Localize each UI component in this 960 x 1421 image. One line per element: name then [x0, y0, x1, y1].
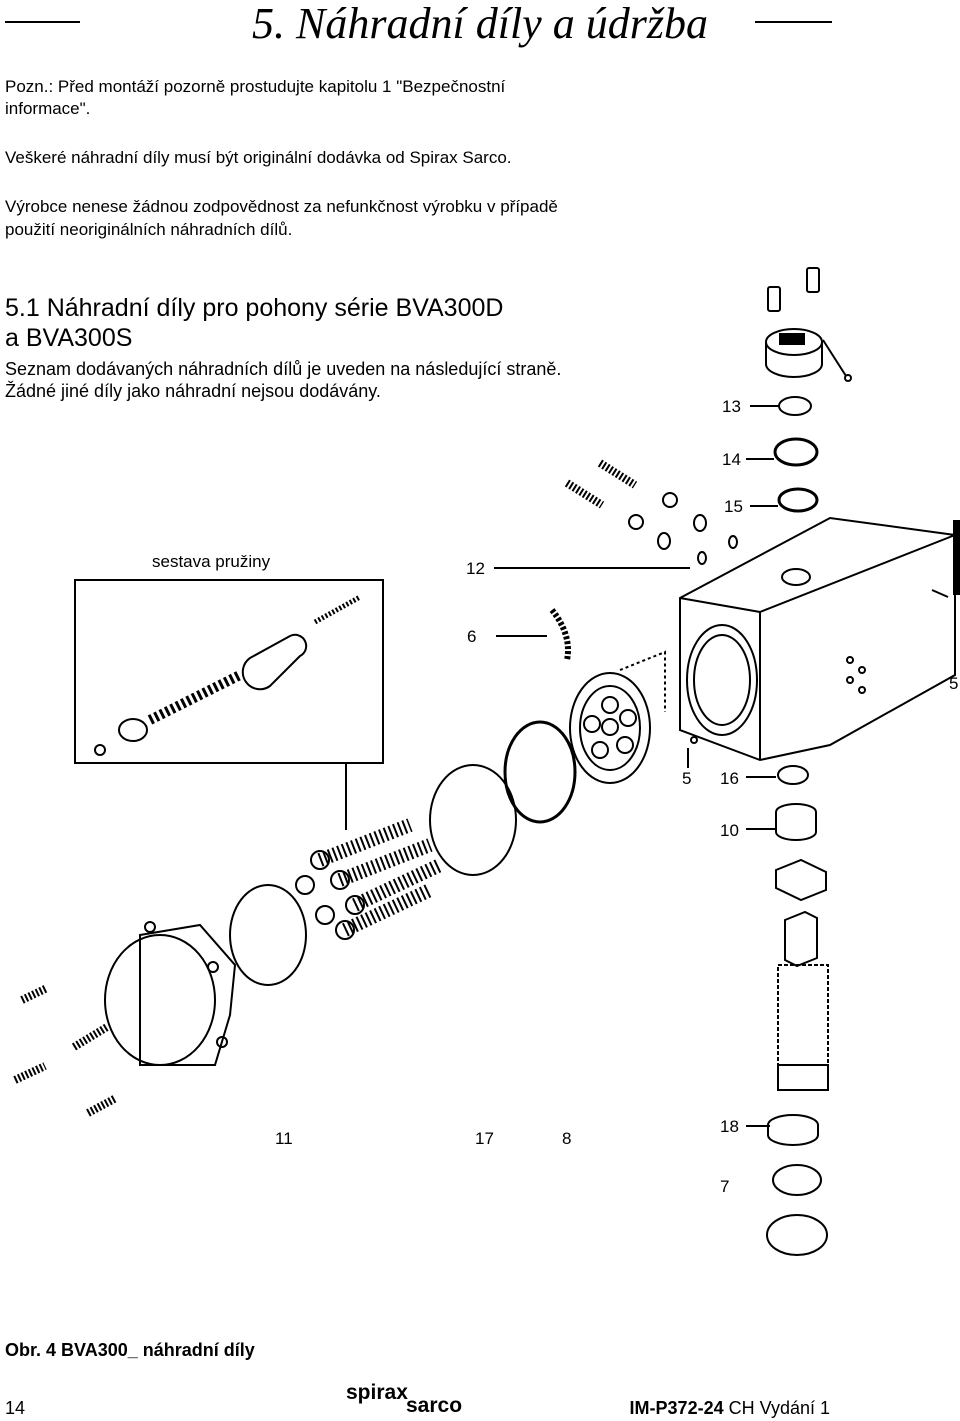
brand-logo-bottom: sarco	[406, 1394, 463, 1417]
note-line-1: Pozn.: Před montáží pozorně prostudujte …	[5, 77, 506, 96]
callout-18: 18	[720, 1117, 739, 1136]
section-desc-line-1: Seznam dodávaných náhradních dílů je uve…	[5, 359, 562, 379]
brand-logo: spirax sarco	[343, 1381, 493, 1419]
section-heading: 5.1 Náhradní díly pro pohony série BVA30…	[5, 293, 503, 353]
callout-14: 14	[722, 450, 741, 469]
header-rule-left	[5, 21, 80, 23]
section-heading-line-1: 5.1 Náhradní díly pro pohony série BVA30…	[5, 294, 504, 322]
section-desc-line-2: Žádné jiné díly jako náhradní nejsou dod…	[5, 381, 381, 401]
figure-caption: Obr. 4 BVA300_ náhradní díly	[5, 1340, 255, 1360]
callout-11: 11	[275, 1129, 293, 1148]
header-rule-right	[755, 21, 832, 23]
end-cap	[104, 921, 237, 1066]
callout-12: 12	[466, 559, 485, 578]
pinion-nut	[775, 858, 827, 902]
callout-17: 17	[475, 1129, 494, 1148]
original-parts-text: Veškeré náhradní díly musí být origináln…	[5, 148, 512, 167]
piston-o-ring	[503, 720, 577, 824]
spring-assembly-label: sestava pružiny	[152, 552, 271, 571]
callout-16: 16	[720, 769, 739, 788]
piston	[569, 650, 666, 784]
callout-5: 5	[682, 769, 692, 788]
indicator-pins	[767, 267, 852, 382]
part-13-circlip	[778, 396, 812, 416]
end-cap-o-ring	[229, 884, 307, 986]
doc-edition: CH Vydání 1	[728, 1398, 830, 1418]
spring-assembly-box	[74, 579, 384, 764]
page-number: 14	[5, 1398, 26, 1418]
pinion-shaft	[777, 910, 829, 1091]
exploded-parts-diagram	[13, 267, 960, 1256]
studs	[564, 459, 738, 565]
part-7-o-ring	[772, 1164, 822, 1196]
indicator-top	[765, 328, 823, 378]
cover-o-ring	[429, 764, 517, 876]
page-title: 5. Náhradní díly a údržba	[252, 0, 708, 48]
springs-cluster	[295, 818, 443, 940]
end-cap-screws	[13, 984, 118, 1117]
section-heading-line-2: a BVA300S	[5, 324, 133, 352]
callout-13: 13	[722, 397, 741, 416]
brand-logo-top: spirax	[346, 1381, 408, 1404]
part-10-bushing	[775, 803, 817, 841]
part-15-washer	[777, 487, 819, 513]
part-14-washer	[773, 437, 819, 467]
liability-line-1: Výrobce nenese žádnou zodpovědnost za ne…	[5, 197, 558, 216]
section-description: Seznam dodávaných náhradních dílů je uve…	[5, 358, 561, 402]
part-18-bearing	[767, 1114, 819, 1146]
liability-line-2: použití neoriginálních náhradních dílů.	[5, 220, 293, 239]
bottom-washer	[766, 1214, 828, 1256]
spring-assembly-parts	[94, 594, 362, 756]
actuator-body	[679, 516, 956, 762]
callout-7: 7	[720, 1177, 730, 1196]
doc-reference: IM-P372-24 CH Vydání 1	[630, 1398, 830, 1419]
callout-5-right: 5	[949, 674, 959, 693]
callout-6: 6	[467, 627, 477, 646]
doc-id: IM-P372-24	[629, 1398, 724, 1418]
callout-8: 8	[562, 1129, 572, 1148]
part-16-bearing	[777, 765, 809, 785]
callout-15: 15	[724, 497, 743, 516]
callout-10: 10	[720, 821, 739, 840]
note-line-2: informace".	[5, 99, 91, 118]
